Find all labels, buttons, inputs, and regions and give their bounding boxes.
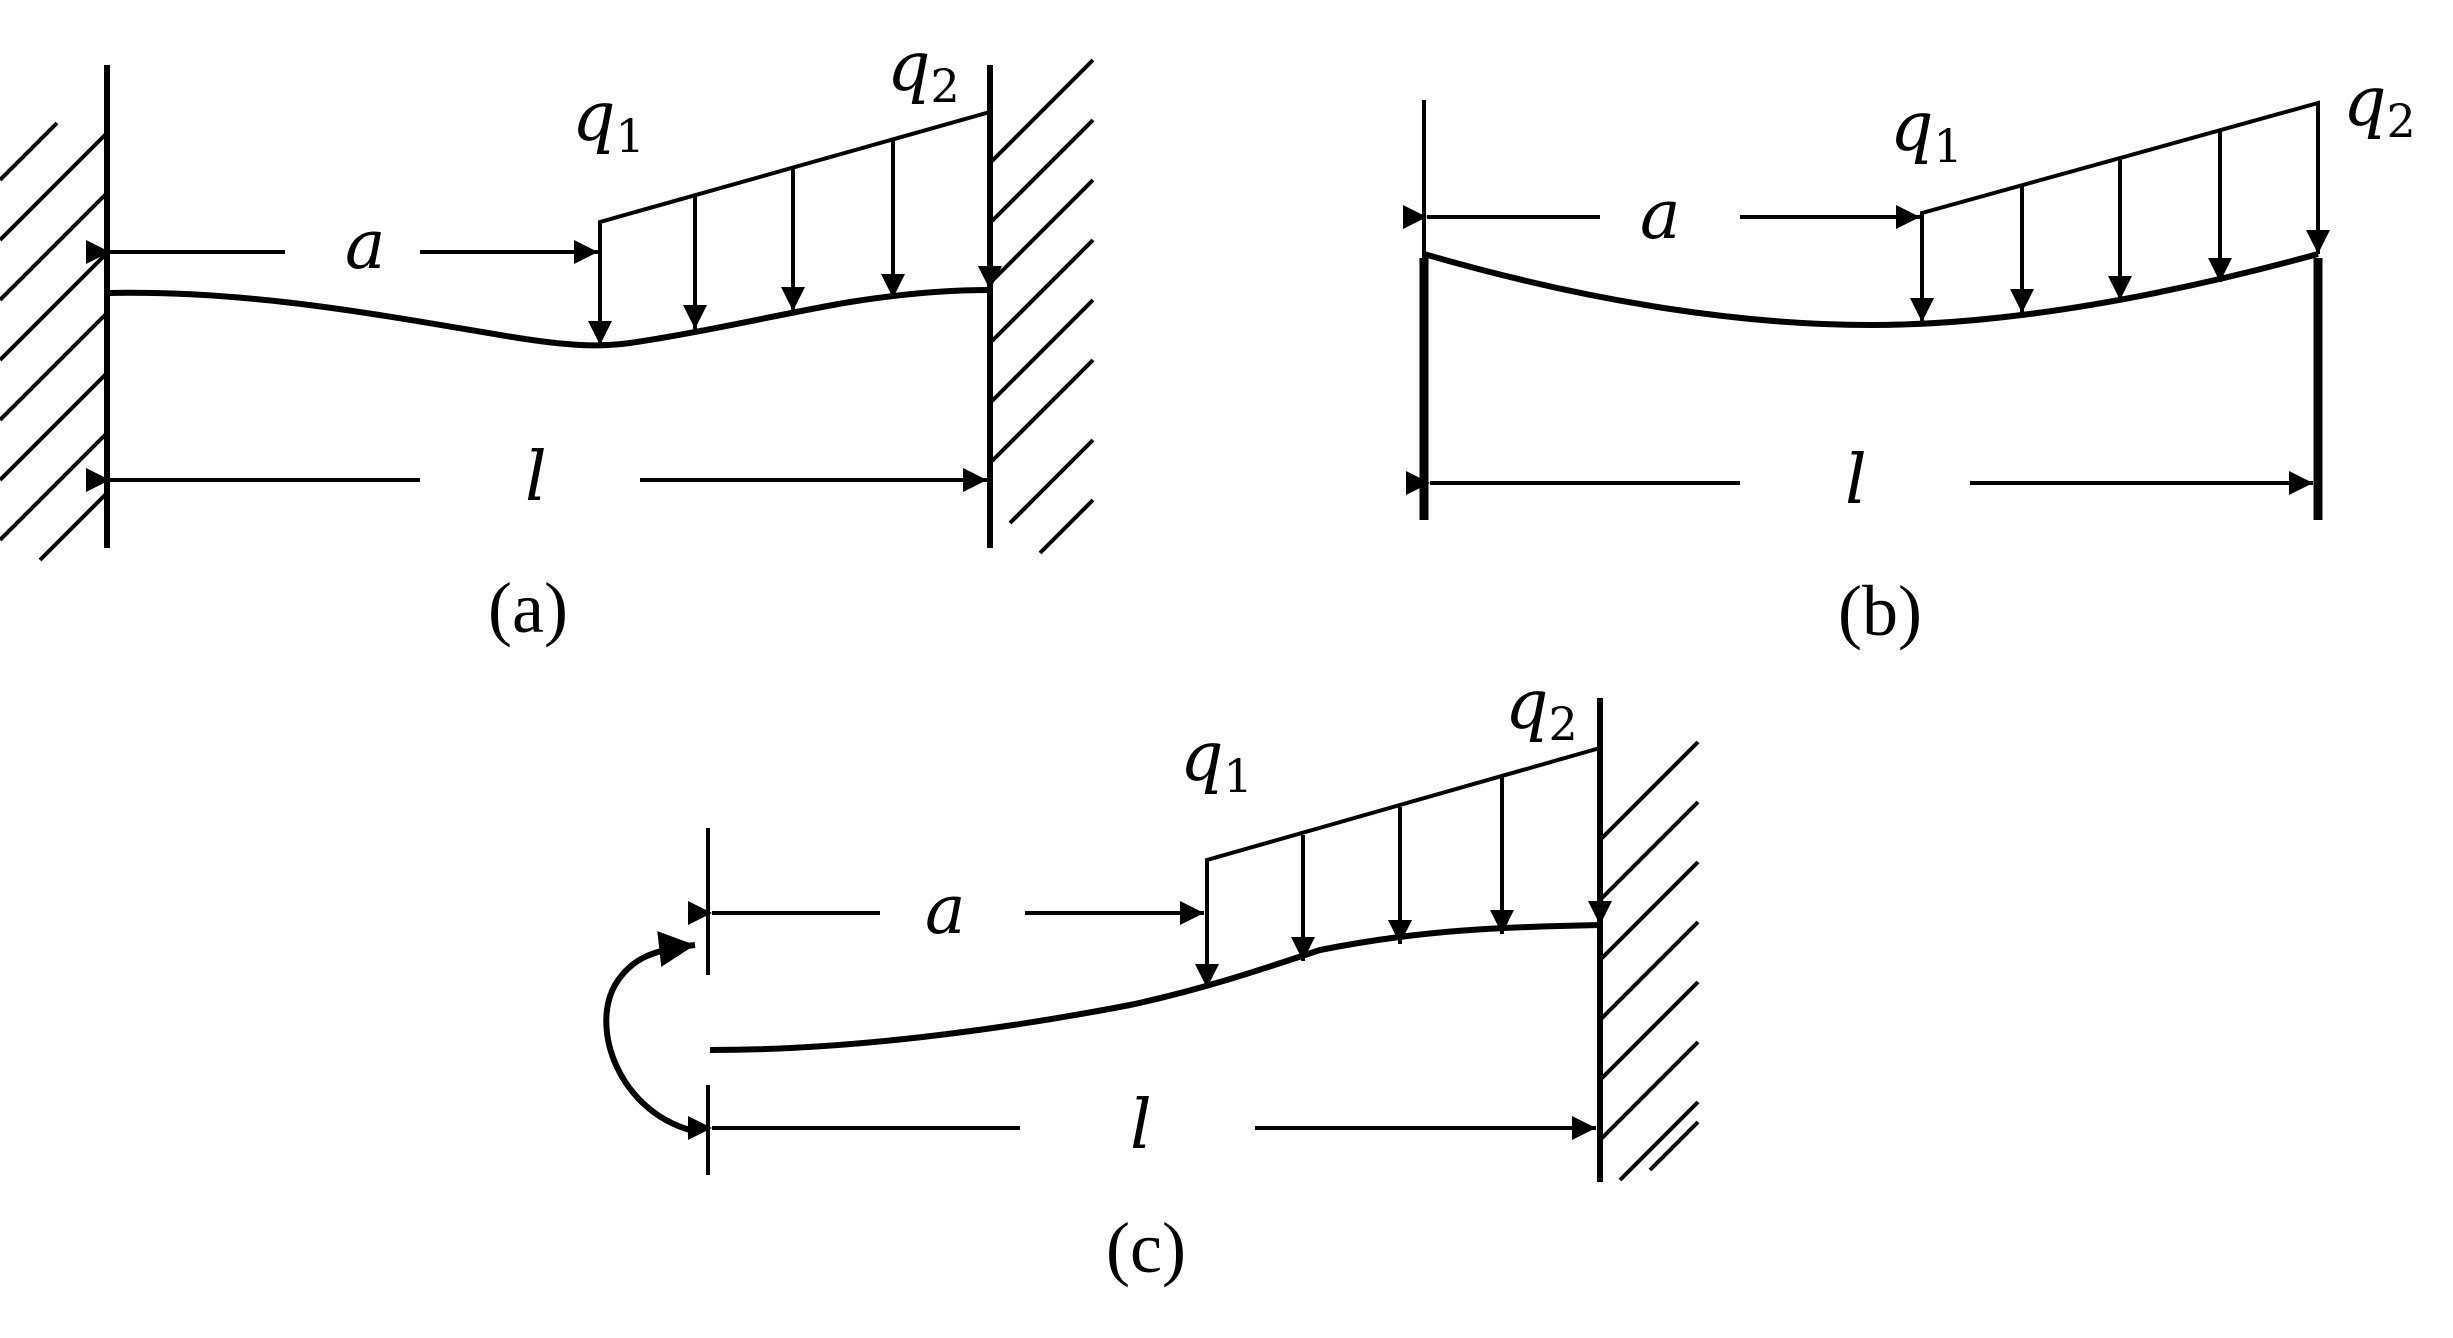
distributed-load [588, 109, 1002, 345]
label-l: l [525, 438, 547, 517]
label-a: a [925, 871, 966, 950]
moment-arrow [603, 931, 696, 1133]
right-fixed-support [987, 58, 1095, 555]
left-fixed-support [0, 65, 110, 562]
label-a: a [345, 206, 386, 285]
label-l: l [1130, 1086, 1152, 1165]
label-a: a [1640, 176, 1681, 255]
label-q2: q2 [887, 28, 960, 113]
label-q2: q2 [1505, 666, 1578, 751]
right-fixed-support [1597, 698, 1700, 1182]
label-q1: q1 [1890, 88, 1963, 173]
label-q1: q1 [572, 78, 645, 163]
deflected-beam [106, 287, 991, 349]
distributed-load [1910, 100, 2330, 322]
label-q2: q2 [2343, 63, 2416, 148]
caption-c: (c) [1106, 1208, 1186, 1288]
deflected-beam [709, 922, 1601, 1053]
label-l: l [1845, 441, 1867, 520]
caption-a: (a) [488, 568, 568, 648]
diagram-a: a l q1 q2 (a) [0, 28, 1095, 648]
diagram-b: a l q1 q2 (b) [1403, 63, 2416, 651]
diagram-c: a l q1 q2 (c) [603, 666, 1700, 1288]
deflected-beam [1423, 251, 2319, 329]
distributed-load [1195, 745, 1612, 988]
label-q1: q1 [1180, 718, 1253, 803]
caption-b: (b) [1838, 571, 1922, 651]
